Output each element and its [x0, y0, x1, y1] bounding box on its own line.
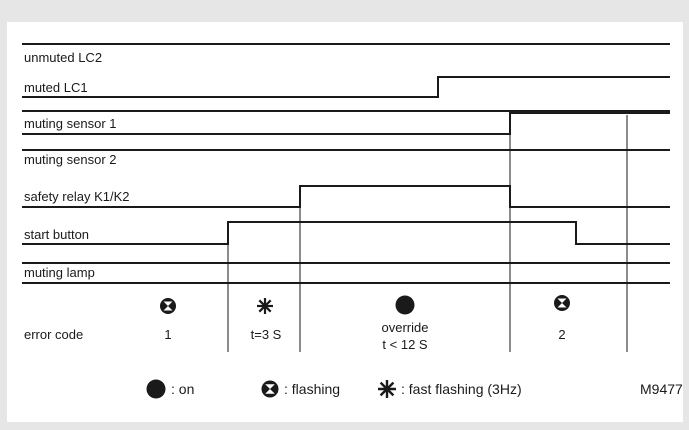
- error-code-phase-3-line-2: t < 12 S: [382, 337, 427, 352]
- signal-label-unmuted-lc2: unmuted LC2: [24, 50, 102, 65]
- on-icon: [395, 295, 415, 315]
- signal-label-muting-sensor-2: muting sensor 2: [24, 152, 117, 167]
- flashing-icon: [261, 380, 279, 398]
- on-icon: [146, 379, 166, 399]
- error-code-phase-3-line-1: override: [382, 320, 429, 335]
- trace-muting-sensor-1: [22, 112, 670, 135]
- legend-on-label: : on: [171, 381, 194, 397]
- legend-flashing-label: : flashing: [284, 381, 340, 397]
- flashing-icon: [554, 295, 570, 311]
- error-code-phase-4: 2: [558, 327, 565, 342]
- figure-id: M9477: [640, 381, 683, 397]
- legend-fast-flashing-label: : fast flashing (3Hz): [401, 381, 522, 397]
- error-code-phase-1: 1: [164, 327, 171, 342]
- error-code-phase-2: t=3 S: [251, 327, 282, 342]
- flashing-icon: [160, 298, 176, 314]
- trace-start-button: [22, 221, 670, 245]
- trace-muted-lc1: [22, 76, 670, 98]
- signal-label-muted-lc1: muted LC1: [24, 80, 88, 95]
- trace-safety-relay: [22, 185, 670, 208]
- signal-label-safety-relay: safety relay K1/K2: [24, 189, 130, 204]
- error-code-row: error code 1 t=3 S override t < 12 S 2: [24, 295, 570, 352]
- fast-flashing-icon: [378, 380, 396, 398]
- error-code-label: error code: [24, 327, 83, 342]
- signal-label-muting-sensor-1: muting sensor 1: [24, 116, 117, 131]
- signal-label-muting-lamp: muting lamp: [24, 265, 95, 280]
- signal-labels: unmuted LC2 muted LC1 muting sensor 1 mu…: [24, 50, 130, 280]
- legend: : on : flashing : fast flashing (3Hz) M9…: [146, 379, 683, 399]
- fast-flashing-icon: [257, 298, 273, 314]
- signal-label-start-button: start button: [24, 227, 89, 242]
- signal-traces: [22, 43, 670, 284]
